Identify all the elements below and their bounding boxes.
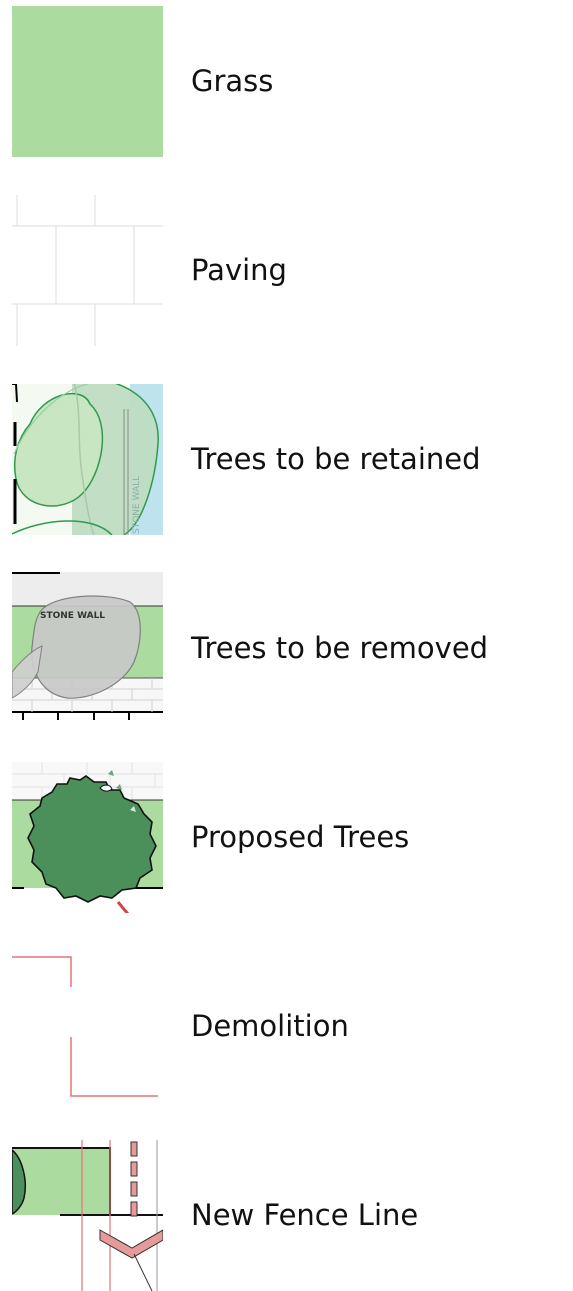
demolition-swatch [12,951,163,1102]
legend-label-demolition: Demolition [191,1009,349,1043]
trees-removed-swatch: STONE WALL [12,572,163,723]
legend-label-trees-removed: Trees to be removed [191,631,489,665]
stone-wall-label: STONE WALL [40,611,105,621]
stone-wall-text: STONE WALL [132,476,142,534]
legend-label-new-fence-line: New Fence Line [191,1198,419,1232]
legend: Grass Paving [12,6,489,1291]
proposed-trees-swatch [12,762,163,913]
trees-retained-swatch: STONE WALL [12,384,163,535]
legend-label-paving: Paving [191,253,287,287]
paving-swatch [12,195,163,346]
legend-label-trees-retained: Trees to be retained [191,442,481,476]
new-fence-line-swatch [12,1140,163,1291]
legend-label-proposed-trees: Proposed Trees [191,820,410,854]
grass-swatch [12,6,163,157]
legend-label-grass: Grass [191,64,274,98]
